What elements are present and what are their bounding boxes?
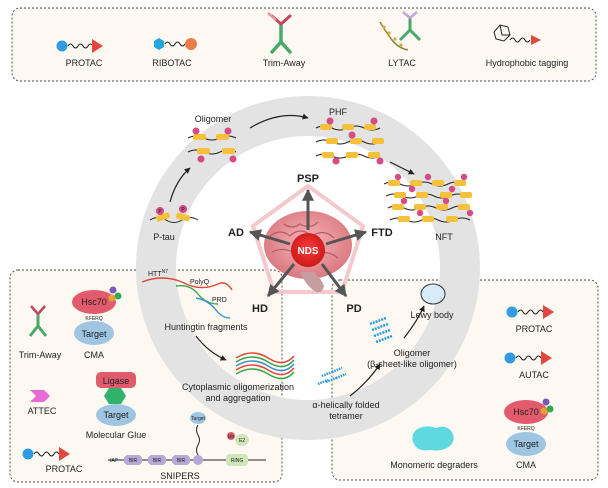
disease-ad: AD bbox=[228, 227, 244, 239]
left-protac-icon bbox=[22, 447, 70, 461]
cytoplasmic-aggregation-line1: Cytoplasmic oligomerization bbox=[182, 382, 294, 392]
nds-label: NDS bbox=[297, 246, 318, 257]
cma-left-icon bbox=[72, 286, 122, 345]
synuclein-oligomer-line2: (β-sheet-like oligomer) bbox=[367, 359, 457, 369]
autac-icon bbox=[504, 351, 552, 365]
tetramer-line1: α-helically folded bbox=[312, 400, 379, 410]
phospho-mark: P bbox=[158, 209, 162, 215]
ribotac-icon bbox=[154, 38, 197, 50]
snipers-iap-label: IAP bbox=[110, 458, 119, 464]
htt-text: HTT bbox=[148, 271, 162, 278]
arrow-oligomer-to-lewy bbox=[403, 305, 425, 339]
snipers-bir3-label: BIR bbox=[177, 458, 186, 464]
center-brain: NDS PSP AD FTD HD PD bbox=[228, 173, 393, 315]
snipers-label: SNIPERS bbox=[160, 471, 200, 481]
disease-ftd: FTD bbox=[371, 227, 392, 239]
p-tau-cluster: P P bbox=[149, 205, 199, 223]
left-target-label: Target bbox=[81, 329, 107, 339]
attec-icon bbox=[30, 390, 50, 402]
htt-label: HTTN7 bbox=[148, 269, 168, 278]
snipers-icon bbox=[108, 412, 266, 466]
right-protac-icon bbox=[506, 305, 554, 319]
huntingtin-pathway: HTTN7 PolyQ PRD Huntingtin fragments Cyt… bbox=[141, 269, 295, 403]
lewy-body-label: Lewy body bbox=[410, 310, 454, 320]
lewy-body-icon bbox=[420, 283, 446, 305]
cytoplasmic-aggregation-line2: and aggregation bbox=[205, 393, 270, 403]
left-panel-content: Hsc70 KFERQ Target CMA Trim-Away ATTEC L… bbox=[19, 286, 266, 481]
right-target-label: Target bbox=[513, 439, 539, 449]
disease-psp: PSP bbox=[297, 173, 319, 185]
snipers-ring-label: RING bbox=[231, 458, 244, 464]
left-kferq-label: KFERQ bbox=[85, 316, 102, 322]
tetramer-line2: tetramer bbox=[329, 411, 363, 421]
monomeric-degrader-icon bbox=[412, 426, 454, 451]
phf-cluster bbox=[315, 117, 384, 165]
attec-label: ATTEC bbox=[28, 406, 57, 416]
nds-hub bbox=[291, 233, 325, 267]
ribotac-label: RIBOTAC bbox=[152, 58, 192, 68]
tau-oligomer-label: Oligomer bbox=[195, 114, 232, 124]
left-cma-label: CMA bbox=[84, 350, 104, 360]
disease-pentagon bbox=[250, 183, 366, 294]
right-kferq-label: KFERQ bbox=[517, 426, 534, 432]
arrow-tetramer-to-oligomer bbox=[349, 363, 381, 397]
arrow-to-pd bbox=[320, 263, 348, 297]
top-strategies-panel: PROTAC RIBOTAC Trim-Away LYTAC bbox=[11, 7, 597, 82]
htt-superscript: N7 bbox=[162, 269, 169, 275]
left-hsc70-label: Hsc70 bbox=[81, 297, 107, 307]
right-protac-label: PROTAC bbox=[516, 324, 553, 334]
trim-away-label: Trim-Away bbox=[263, 58, 306, 68]
snipers-ub-label: Ub bbox=[228, 434, 235, 440]
snipers-bir2-label: BIR bbox=[153, 458, 162, 464]
ligase-label: Ligase bbox=[103, 376, 130, 386]
snipers-bir1-label: BIR bbox=[129, 458, 138, 464]
arrow-phf-to-nft bbox=[389, 161, 415, 175]
right-cma-label: CMA bbox=[516, 460, 536, 470]
nft-label: NFT bbox=[435, 232, 453, 242]
phf-label: PHF bbox=[329, 107, 348, 117]
phospho-mark: P bbox=[181, 207, 185, 213]
left-protac-label: PROTAC bbox=[46, 464, 83, 474]
arrow-oligomer-to-phf bbox=[249, 113, 309, 129]
autac-label: AUTAC bbox=[519, 370, 549, 380]
p-tau-label: P-tau bbox=[153, 232, 175, 242]
disease-pd: PD bbox=[346, 303, 361, 315]
protac-label: PROTAC bbox=[66, 58, 103, 68]
tetramer-icon bbox=[317, 366, 347, 386]
left-antibody-icon bbox=[28, 305, 48, 337]
arrow-to-ftd bbox=[325, 229, 368, 246]
arrow-ptau-to-oligomer bbox=[169, 167, 191, 203]
huntingtin-fragments-label: Huntingtin fragments bbox=[164, 322, 248, 332]
monomeric-degraders-label: Monomeric degraders bbox=[390, 460, 478, 470]
arrow-to-hd bbox=[266, 263, 296, 297]
disease-hd: HD bbox=[252, 303, 268, 315]
prd-label: PRD bbox=[212, 297, 227, 304]
tau-pathway: P P P-tau Oligomer PHF bbox=[149, 107, 474, 242]
right-hsc70-label: Hsc70 bbox=[513, 407, 539, 417]
lytac-icon bbox=[379, 11, 422, 51]
left-trim-away-label: Trim-Away bbox=[19, 350, 62, 360]
snipers-target-label: Target bbox=[191, 416, 206, 422]
snipers-e2-label: E2 bbox=[239, 438, 245, 444]
synuclein-oligomer-line1: Oligomer bbox=[394, 348, 431, 358]
molecular-glue-target-label: Target bbox=[103, 410, 129, 420]
arrow-fragments-to-aggregation bbox=[195, 335, 227, 361]
protac-icon bbox=[56, 39, 103, 53]
molecular-glue-icon bbox=[96, 372, 136, 426]
nft-cluster bbox=[383, 173, 474, 223]
polyq-label: PolyQ bbox=[190, 279, 210, 286]
cma-right-icon bbox=[504, 398, 554, 456]
huntingtin-aggregate bbox=[235, 352, 295, 380]
antibody-icon bbox=[267, 12, 292, 54]
synuclein-pathway: Lewy body Oligomer (β-sheet-like oligome… bbox=[312, 283, 457, 421]
hydrophobic-tagging-label: Hydrophobic tagging bbox=[486, 58, 569, 68]
hydrophobic-tag-icon bbox=[493, 24, 541, 45]
molecular-glue-label: Molecular Glue bbox=[86, 430, 147, 440]
lytac-label: LYTAC bbox=[388, 58, 416, 68]
right-panel-content: PROTAC AUTAC Hsc70 KFERQ Target CMA Mono… bbox=[390, 305, 554, 470]
tau-oligomer-cluster bbox=[187, 127, 237, 163]
arrow-to-ad bbox=[248, 229, 291, 246]
